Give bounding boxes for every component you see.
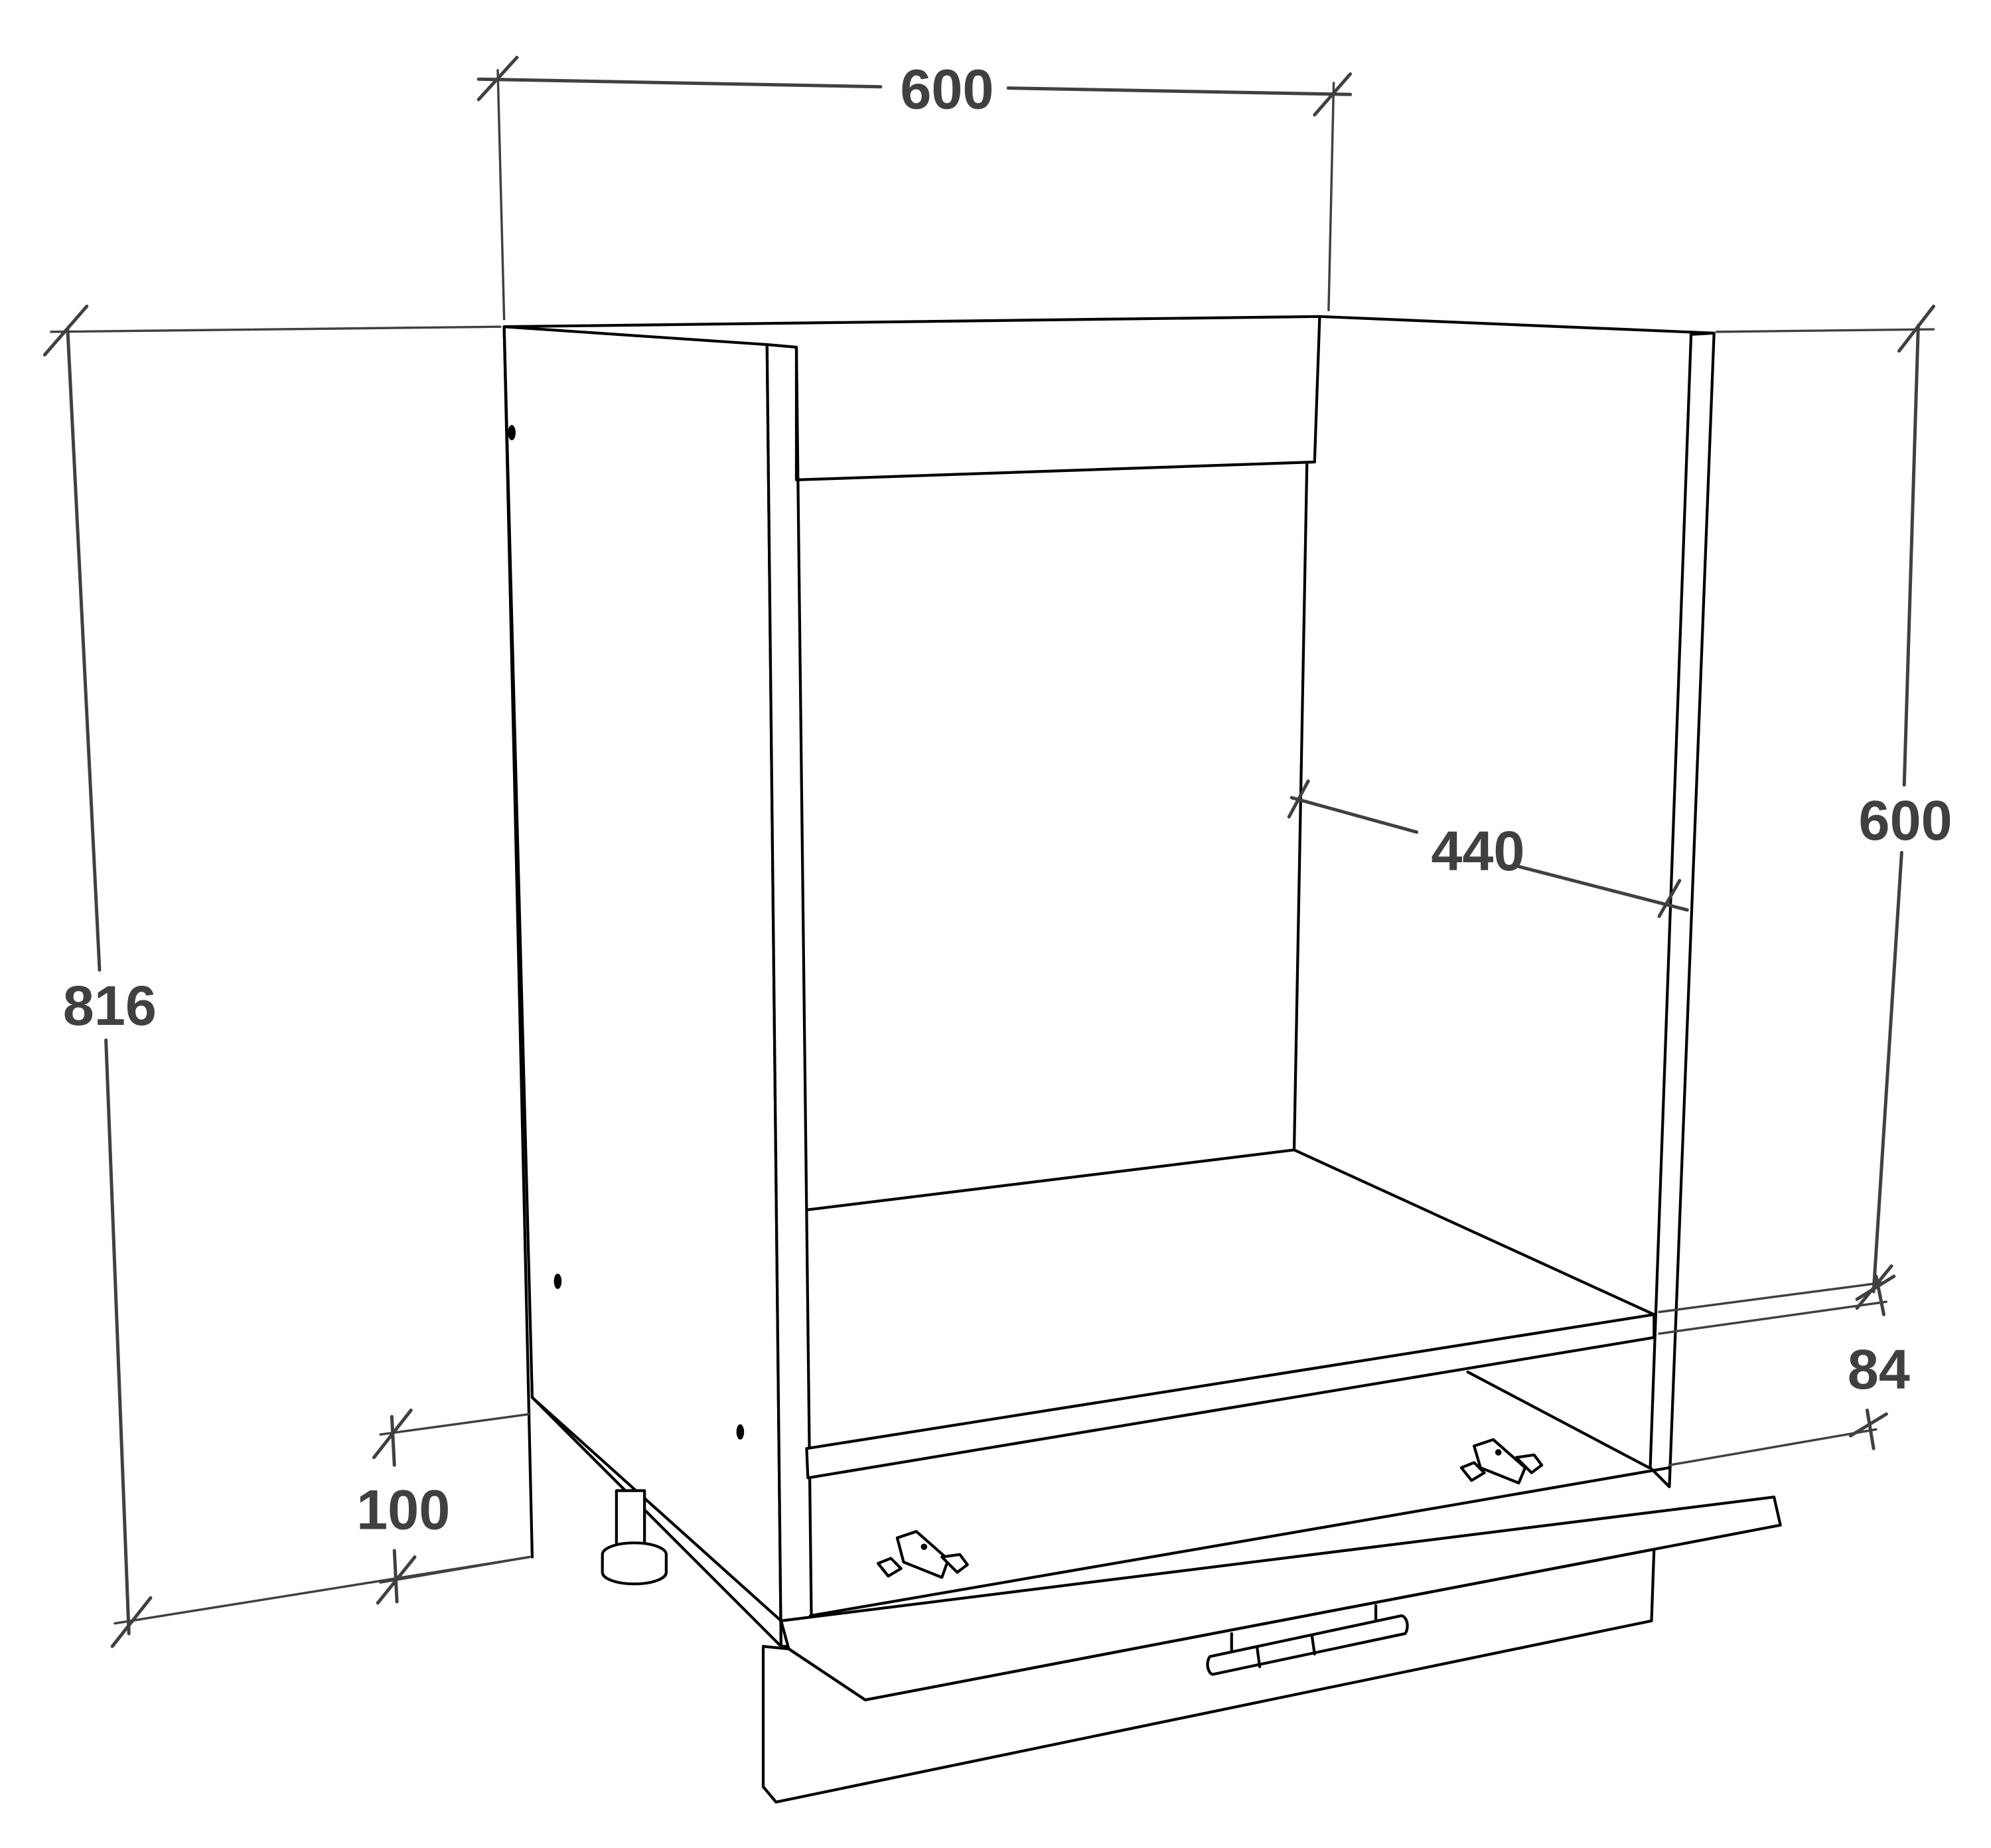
dimension-total-height-label: 816 (63, 974, 157, 1037)
dimension-niche-height-label: 600 (1859, 789, 1953, 852)
shelf-pin-hole (736, 1424, 745, 1440)
dimension-width-label: 600 (900, 57, 994, 120)
shelf-pin-hole (553, 1273, 562, 1289)
left-side-panel (502, 325, 783, 1648)
drawer-bottom-edge (809, 1466, 1671, 1618)
dimension-depth: 440 (1287, 779, 1689, 918)
drawer-front-panel (761, 1547, 1656, 1804)
dimension-niche-height: 600 (1658, 304, 1953, 1314)
base-side-edge (530, 1396, 783, 1622)
dimension-width: 600 (477, 56, 1353, 321)
runner-bracket-left (876, 1530, 969, 1579)
oven-shelf-back (805, 1148, 1656, 1316)
adjustable-leg (601, 1489, 668, 1586)
dimension-plinth-height-label: 100 (356, 1478, 450, 1541)
dimension-drawer-height-label: 84 (1848, 1338, 1910, 1401)
top-rail (794, 315, 1321, 482)
back-inner-edge (1292, 463, 1309, 1152)
dimension-depth-label: 440 (1431, 819, 1524, 882)
left-panel-back-edge (502, 325, 534, 1559)
dimension-total-height: 816 (42, 304, 531, 1648)
dimension-plinth-height: 100 (356, 1409, 531, 1605)
shelf-pin-hole (508, 425, 516, 441)
drawer-inner-side (1466, 1370, 1651, 1470)
oven-shelf-front (805, 1313, 1656, 1480)
runner-bracket-right (1459, 1438, 1544, 1485)
cabinet-body (502, 315, 1716, 1648)
leg-foot (601, 1541, 668, 1586)
top-back-edge (502, 315, 1716, 335)
drawer-handle-icon (1206, 1604, 1409, 1676)
drawer (761, 1496, 1782, 1804)
dimension-drawer-height: 84 (1658, 1274, 1910, 1466)
